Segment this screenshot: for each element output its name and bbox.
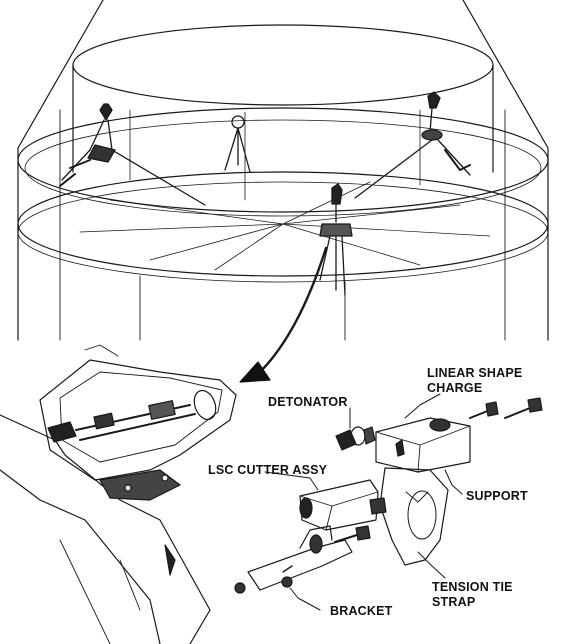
label-tension-tie-strap-line1: TENSION TIE [432,580,513,594]
exploded-detail-view [234,397,543,594]
label-linear-shape-charge-line2: CHARGE [427,381,483,395]
label-tension-tie-strap-line2: STRAP [432,595,476,609]
label-detonator: DETONATOR [268,395,348,409]
detonator-part [335,426,376,451]
label-lsc-cutter-assy: LSC CUTTER ASSY [208,463,328,477]
label-support: SUPPORT [466,489,528,503]
label-bracket: BRACKET [330,604,393,618]
tension-tie-fittings [59,91,471,296]
bracket-part [234,525,371,594]
support-part [375,417,471,473]
tension-tie-strap-part [379,467,449,566]
adapter-cone-assembly [17,0,549,341]
bolt-parts [469,397,543,419]
lsc-cutter-assy-part [299,479,387,531]
label-linear-shape-charge-line1: LINEAR SHAPE [427,366,523,380]
assembled-detail-view [0,344,237,644]
leader-lines [264,393,463,611]
detail-pointer-arrow [239,246,328,383]
